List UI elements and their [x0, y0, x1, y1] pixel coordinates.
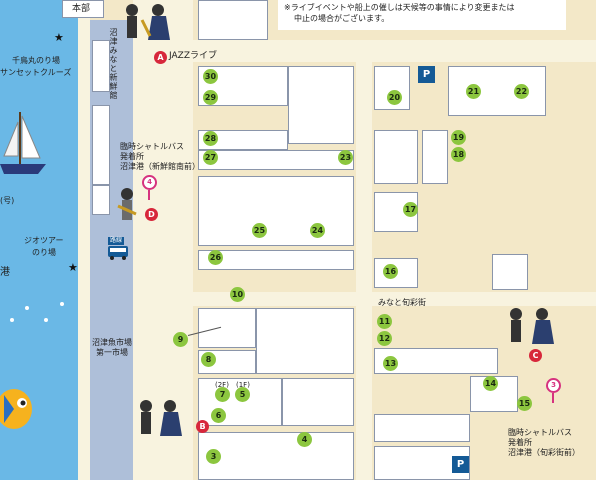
geo-tour-star-icon: ★ [68, 261, 78, 274]
event-marker-d[interactable]: D [145, 208, 158, 221]
shop-pin-24[interactable]: 24 [310, 223, 325, 238]
main-road-vertical [133, 0, 193, 480]
fish-market-area [90, 235, 133, 480]
shop-pin-27[interactable]: 27 [203, 150, 218, 165]
geo-tour-label: ジオツアー [24, 236, 64, 245]
event-marker-c[interactable]: C [529, 349, 542, 362]
bus-stop-a-line2: 発着所 [120, 152, 144, 161]
shop-pin-5[interactable]: 5 [235, 387, 250, 402]
bus-stop-a-line1: 臨時シャトルバス [120, 142, 184, 151]
honbu-label: 本部 [72, 4, 91, 14]
bus-stop-b-line2: 発着所 [508, 438, 532, 447]
building [374, 130, 418, 184]
musician-d-icon [117, 188, 137, 220]
parking-icon: P [418, 66, 435, 83]
east-road [356, 60, 372, 480]
chidorimaru-star-icon: ★ [54, 31, 64, 44]
building [374, 414, 470, 442]
building [448, 66, 546, 116]
shop-pin-13[interactable]: 13 [383, 356, 398, 371]
building [198, 150, 354, 170]
notice-line-1: ※ライブイベントや船上の催しは天候等の事情により変更または [284, 3, 515, 12]
shop-pin-10[interactable]: 10 [230, 287, 245, 302]
bus-stop-pin-3[interactable]: 3 [546, 378, 561, 393]
shop-pin-12[interactable]: 12 [377, 331, 392, 346]
shop-pin-8[interactable]: 8 [201, 352, 216, 367]
shop-pin-23[interactable]: 23 [338, 150, 353, 165]
bus-stop-pole [148, 190, 150, 200]
building [198, 308, 256, 348]
bus-badge: 路線 [108, 237, 125, 245]
bus-stop-a-line3: 沼津港（新鮮館南前） [120, 162, 200, 171]
building [198, 0, 268, 40]
jazz-live-label: JAZZライブ [169, 51, 217, 61]
bus-stop-b-line3: 沼津港（旬彩街前） [508, 448, 580, 457]
shop-pin-11[interactable]: 11 [377, 314, 392, 329]
building [62, 0, 104, 18]
shop-pin-7[interactable]: 7 [215, 387, 230, 402]
shop-pin-6[interactable]: 6 [211, 408, 226, 423]
shop-pin-19[interactable]: 19 [451, 130, 466, 145]
shop-pin-9[interactable]: 9 [173, 332, 188, 347]
cruise-boat-icon [0, 112, 46, 174]
shop-pin-28[interactable]: 28 [203, 131, 218, 146]
geo-tour-noriba-label: のり場 [32, 248, 56, 257]
shop-pin-17[interactable]: 17 [403, 202, 418, 217]
building [92, 105, 110, 185]
shop-pin-15[interactable]: 15 [517, 396, 532, 411]
building [492, 254, 528, 290]
shop-pin-4[interactable]: 4 [297, 432, 312, 447]
shop-pin-20[interactable]: 20 [387, 90, 402, 105]
shop-pin-3[interactable]: 3 [206, 449, 221, 464]
bus-stop-b-line1: 臨時シャトルバス [508, 428, 572, 437]
event-marker-a[interactable]: A [154, 51, 167, 64]
fresh-building-label: 沼津みなと新鮮館 [109, 28, 118, 100]
building [198, 432, 354, 480]
minato-street-label: みなと旬彩街 [378, 298, 426, 307]
weather-notice: ※ライブイベントや船上の催しは天候等の事情により変更または 中止の場合がございま… [278, 0, 566, 30]
building [282, 378, 354, 426]
shop-pin-25[interactable]: 25 [252, 223, 267, 238]
parking-icon: P [452, 456, 469, 473]
shop-pin-14[interactable]: 14 [483, 376, 498, 391]
notice-line-2: 中止の場合がございます。 [294, 14, 390, 23]
jazz-band-a-icon [126, 4, 170, 40]
minato-street-road [190, 292, 596, 306]
side-os-label: (号) [0, 196, 15, 205]
building [198, 250, 354, 270]
shop-pin-22[interactable]: 22 [514, 84, 529, 99]
jazz-band-c-icon [510, 308, 554, 344]
building [92, 40, 110, 92]
building [374, 66, 410, 110]
shop-pin-26[interactable]: 26 [208, 250, 223, 265]
floor-2f-label: (2F) [215, 381, 229, 389]
bus-stop-pole [552, 393, 554, 403]
building [198, 130, 288, 150]
side-minato-label: 港 [0, 267, 10, 278]
shop-pin-21[interactable]: 21 [466, 84, 481, 99]
shop-pin-16[interactable]: 16 [383, 264, 398, 279]
main-road-horizontal [190, 40, 596, 62]
building [422, 130, 448, 184]
shop-pin-30[interactable]: 30 [203, 69, 218, 84]
building [288, 66, 354, 144]
chidorimaru-label: 千鳥丸のり場 [12, 56, 60, 65]
building [92, 185, 110, 215]
bus-icon [108, 246, 128, 260]
jazz-band-b-icon [140, 400, 182, 436]
fish-market-label: 沼津魚市場 第一市場 [92, 338, 132, 357]
building [198, 176, 354, 246]
wave-bubbles-icon [10, 302, 64, 322]
shop-pin-18[interactable]: 18 [451, 147, 466, 162]
event-marker-b[interactable]: B [196, 420, 209, 433]
floor-1f-label: (1F) [236, 381, 250, 389]
sunset-cruise-label: サンセットクルーズ [0, 68, 72, 77]
fish-mascot-icon [0, 389, 32, 429]
shop-pin-29[interactable]: 29 [203, 90, 218, 105]
coastal-road [78, 0, 90, 480]
building [256, 308, 354, 374]
bus-stop-pin-4[interactable]: 4 [142, 175, 157, 190]
